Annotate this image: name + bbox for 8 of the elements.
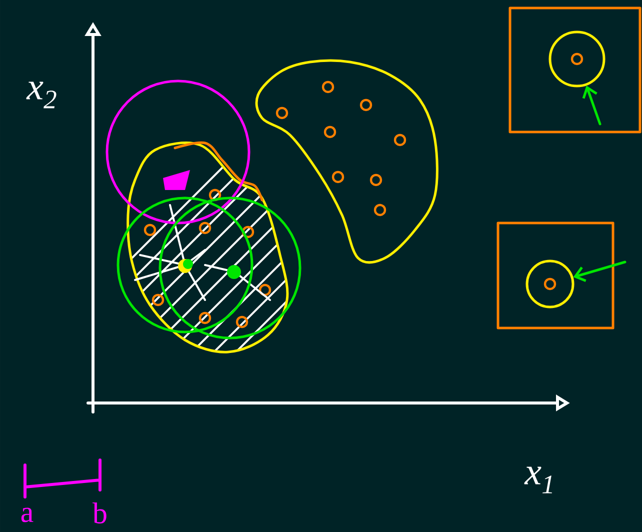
axis-label: x$_{2}$ [26, 82, 56, 108]
axis-label: x$_{1}$ [524, 466, 552, 494]
bracket-label: b [92, 502, 106, 524]
arrow [582, 86, 602, 126]
point-circle [526, 260, 574, 308]
bracket-label: a [21, 508, 34, 522]
arrow [573, 260, 626, 282]
point-circle [548, 30, 606, 88]
